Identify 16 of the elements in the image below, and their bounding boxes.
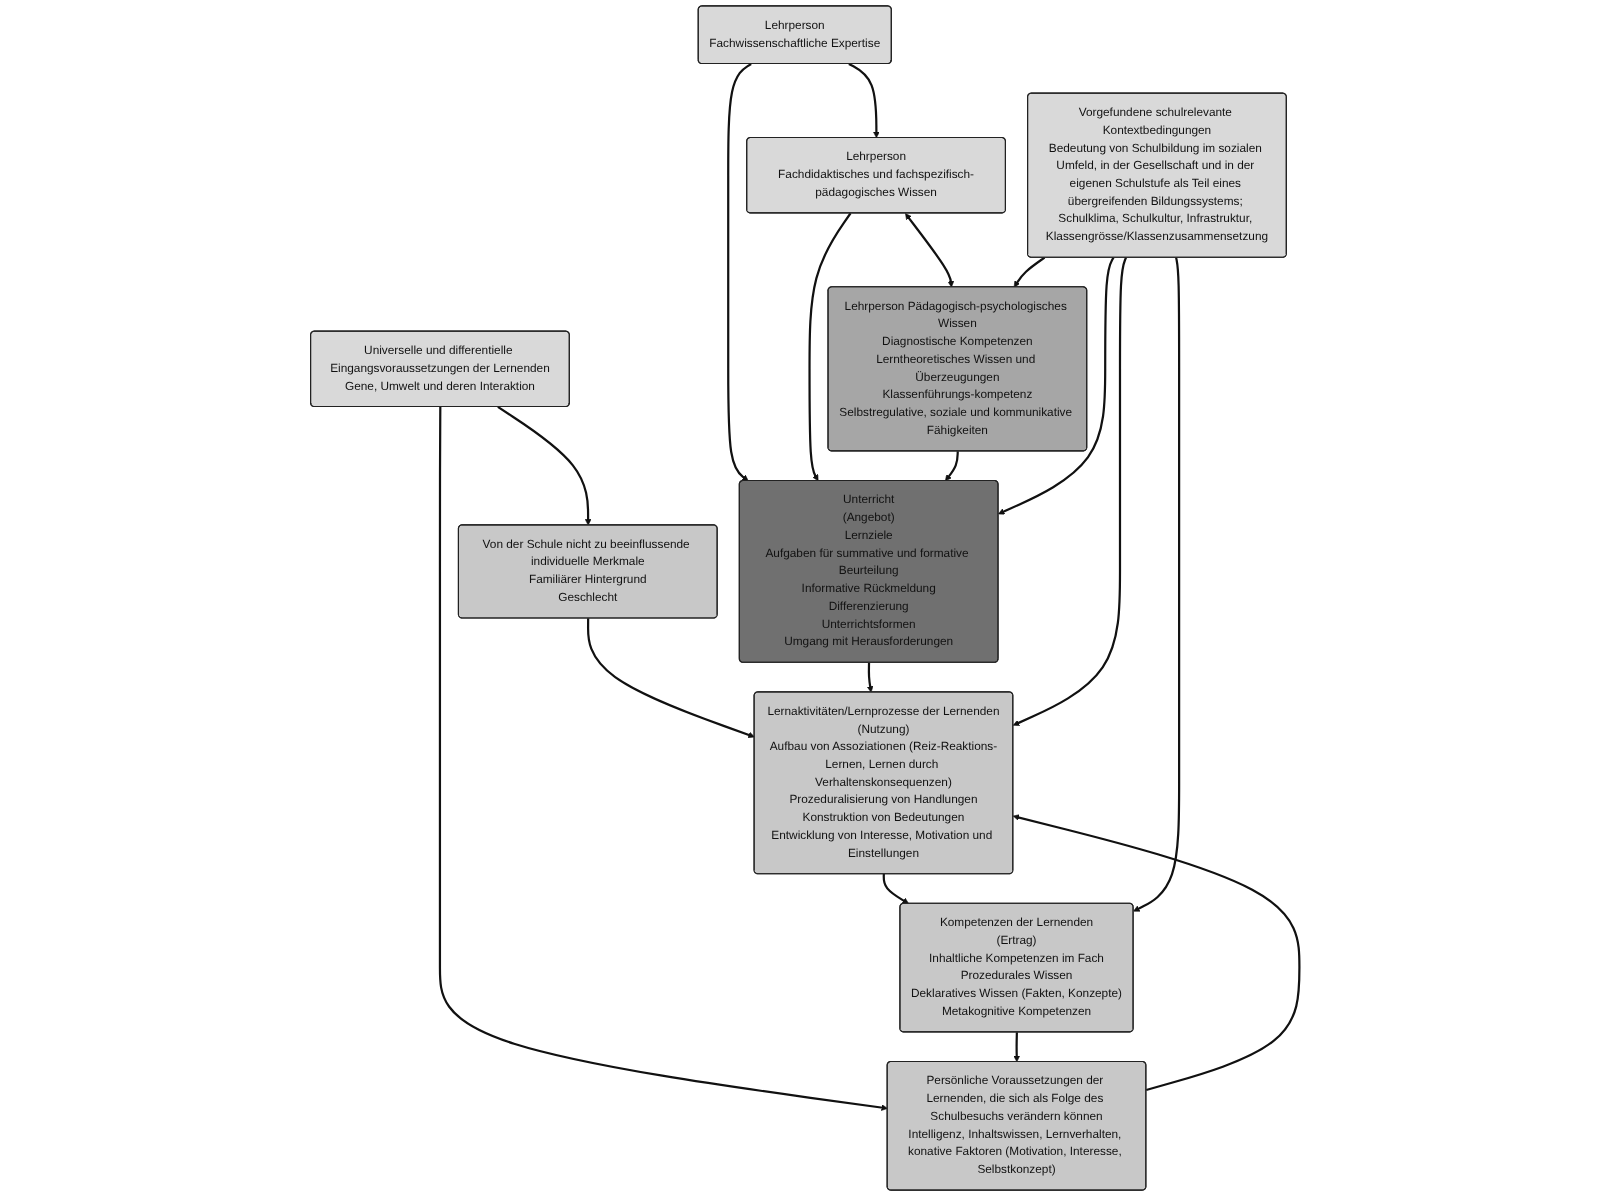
arrow — [1013, 256, 1046, 288]
arrow — [587, 618, 755, 738]
arrow — [1133, 257, 1181, 912]
arrow — [438, 406, 888, 1111]
arrow — [497, 406, 592, 526]
arrow — [1013, 1032, 1020, 1063]
arrow — [998, 257, 1115, 515]
arrow — [882, 874, 909, 904]
arrow — [848, 62, 880, 139]
arrow — [1012, 814, 1301, 1092]
arrow — [866, 662, 874, 693]
arrow — [727, 63, 752, 482]
arrow — [945, 451, 959, 482]
arrow — [1012, 257, 1128, 726]
arrow — [905, 213, 955, 288]
arrow — [808, 212, 852, 482]
